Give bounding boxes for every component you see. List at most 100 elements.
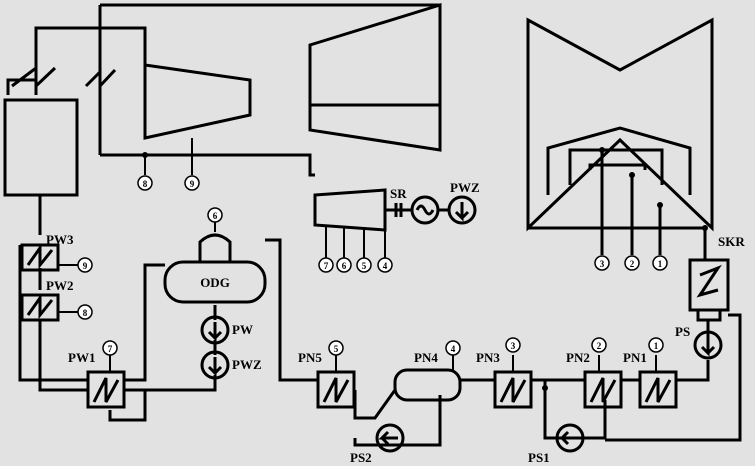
node-pn2-2-label: 2	[597, 341, 602, 351]
node-pn2-2	[591, 337, 607, 353]
deaerator	[163, 233, 267, 304]
label-odg: ODG	[200, 275, 230, 290]
ps1-pump-arrow	[558, 430, 578, 446]
node-lp-3	[594, 255, 610, 271]
node-lp-2	[624, 255, 640, 271]
node-hp-8	[137, 175, 153, 191]
node-pw2-8-label: 8	[83, 308, 88, 318]
node-pw3-9-label: 9	[83, 261, 88, 271]
pw2-bottom	[38, 320, 88, 392]
boiler	[3, 98, 79, 197]
junction-lp-3	[599, 147, 605, 153]
label-pn1: PN1	[623, 350, 647, 365]
junction-lp-1	[657, 202, 663, 208]
turbines	[143, 2, 714, 232]
junctions	[142, 147, 708, 391]
junction-ps1	[542, 385, 548, 391]
pn2-coil	[589, 377, 617, 403]
ps2-pump-icon	[375, 423, 405, 453]
pw3-coil	[26, 243, 54, 270]
label-skr: SKR	[718, 234, 745, 249]
hp-ip-crossover	[310, 65, 442, 107]
node-pn1-1-label: 1	[654, 341, 659, 351]
node-hp-9-label: 9	[190, 179, 195, 189]
label-ps2: PS2	[350, 450, 372, 465]
node-ip-4-label: 4	[383, 261, 388, 271]
node-ip-5	[356, 257, 372, 273]
lp-inner-1	[546, 126, 692, 195]
label-pw1: PW1	[68, 350, 95, 365]
node-lp-3-label: 3	[600, 259, 605, 269]
node-odg-6-label: 6	[213, 211, 218, 221]
deaerator-tank	[163, 260, 267, 304]
condenser-coil	[696, 264, 722, 298]
ps-to-pn1	[676, 360, 710, 382]
node-pn4-4	[445, 340, 461, 356]
condenser-base	[696, 308, 722, 322]
pn1-heater	[638, 370, 678, 409]
lp-inner-2	[568, 148, 664, 185]
pumps	[200, 195, 723, 453]
ps-pump-icon	[693, 330, 723, 360]
node-hp-8-label: 8	[143, 179, 148, 189]
pn5-to-deaerator	[265, 238, 318, 382]
node-ip-6	[336, 257, 352, 273]
skr-side-loop	[605, 313, 742, 442]
node-pn5-5-label: 5	[334, 344, 339, 354]
lp-turbine	[526, 17, 714, 232]
pw-pump-icon	[200, 315, 230, 345]
generator-wave	[415, 204, 435, 216]
small-turbine	[313, 188, 387, 232]
boiler-zigzag-left	[11, 65, 57, 90]
node-ip-5-label: 5	[362, 261, 367, 271]
label-pn4: PN4	[414, 350, 438, 365]
condenser-body	[688, 258, 730, 312]
node-pw1-7	[102, 340, 118, 356]
pwz-drive-arrow	[454, 202, 470, 222]
node-pw1-7-label: 7	[108, 344, 113, 354]
label-pn5: PN5	[298, 350, 322, 365]
pn2-heater	[583, 370, 623, 409]
odg-left-line	[125, 263, 165, 382]
label-pw2: PW2	[46, 278, 73, 293]
pn1-coil	[644, 377, 672, 403]
pn3-coil	[499, 377, 527, 403]
label-sr: SR	[390, 186, 407, 201]
label-ps: PS	[675, 324, 690, 339]
pwz-to-pw1	[125, 375, 217, 392]
node-pn5-5	[328, 340, 344, 356]
pn5-coil	[322, 377, 350, 403]
pw1-bottom	[108, 390, 147, 422]
label-pn2: PN2	[566, 350, 590, 365]
node-pn4-4-label: 4	[451, 344, 456, 354]
node-pn1-1	[648, 337, 664, 353]
ps-pump-arrow	[700, 337, 716, 357]
pn4-pn5-line	[353, 389, 397, 420]
node-pw2-8	[77, 304, 93, 320]
node-hp-9	[184, 175, 200, 191]
label-pwz-generator: PWZ	[450, 180, 480, 195]
label-pwz-pump: PWZ	[232, 357, 262, 372]
node-ip-6-label: 6	[342, 261, 347, 271]
ps2-pump-arrow	[378, 430, 398, 446]
steam-line-header	[100, 3, 442, 65]
hp-exhaust-line	[100, 153, 315, 177]
pw-pump-arrow	[207, 322, 223, 342]
deaerator-dome	[198, 233, 232, 262]
condenser	[688, 258, 730, 322]
label-pw3: PW3	[46, 232, 74, 247]
node-pw3-9	[77, 257, 93, 273]
junction-lp-2	[629, 172, 635, 178]
node-ip-4	[377, 257, 393, 273]
ps1-pump-icon	[555, 423, 585, 453]
pn4-tank	[393, 368, 462, 402]
pw1-coil	[92, 377, 120, 403]
node-pn3-3	[505, 337, 521, 353]
lp-inner-3	[588, 163, 647, 170]
label-ps1: PS1	[528, 450, 550, 465]
node-circles	[77, 175, 668, 356]
junction-skr	[702, 225, 708, 231]
ip-turbine	[308, 2, 442, 152]
pw2-coil	[26, 293, 54, 320]
